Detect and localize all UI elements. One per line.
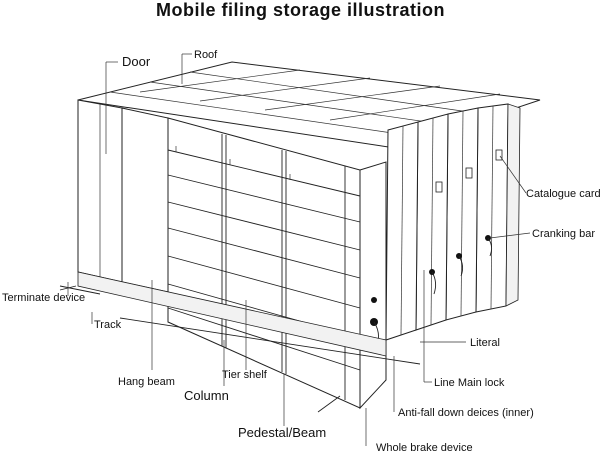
cranking-bar-label: Cranking bar — [532, 228, 595, 240]
front-end-panel — [360, 162, 386, 408]
rear-cabinets — [386, 104, 520, 340]
whole-brake-device-label: Whole brake device — [376, 442, 473, 454]
catalogue-card-label: Catalogue card — [526, 188, 601, 200]
door-panel — [78, 100, 168, 292]
hang-beam-label: Hang beam — [118, 376, 175, 388]
track-label: Track — [94, 319, 122, 331]
tier-shelf-label: Tier shelf — [222, 369, 268, 381]
column-label: Column — [184, 388, 229, 403]
roof-label: Roof — [194, 49, 218, 61]
line-main-lock-label: Line Main lock — [434, 377, 505, 389]
anti-fall-down-label: Anti-fall down deices (inner) — [398, 407, 534, 419]
pedestal-beam-label: Pedestal/Beam — [238, 425, 326, 440]
door-label: Door — [122, 54, 151, 69]
literal-label: Literal — [470, 337, 500, 349]
terminate-device-label: Terminate device — [2, 292, 85, 304]
shelving-front — [168, 118, 360, 408]
